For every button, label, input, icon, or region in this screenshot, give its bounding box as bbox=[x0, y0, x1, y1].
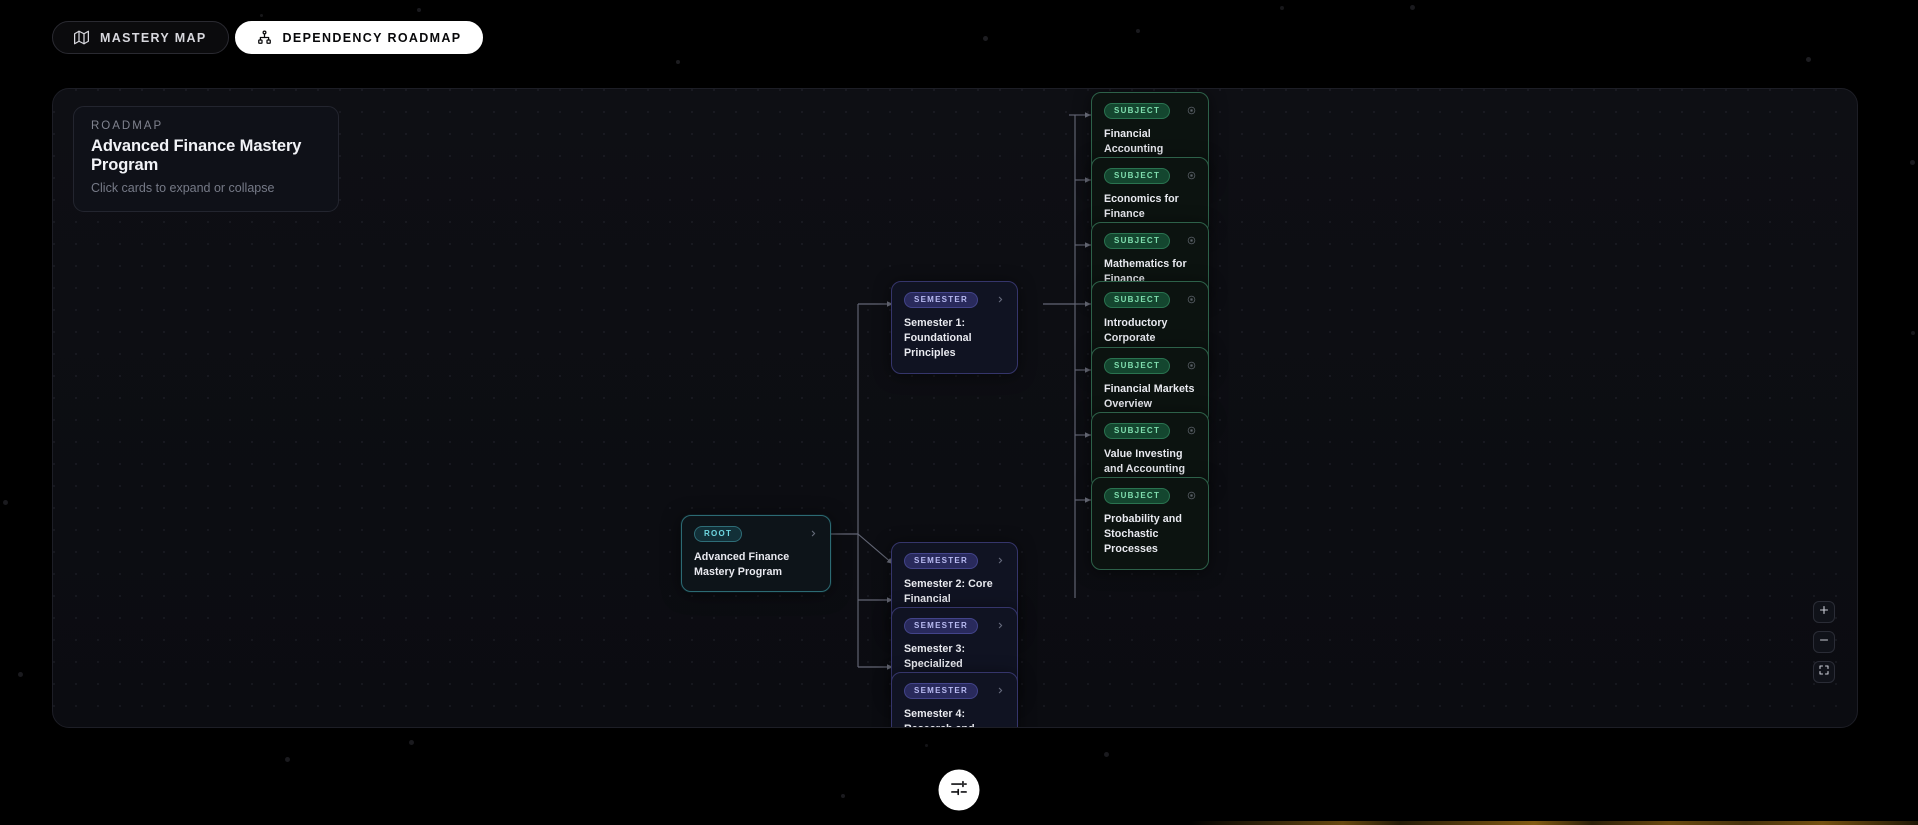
roadmap-hint: Click cards to expand or collapse bbox=[91, 181, 275, 195]
node-subject-2[interactable]: SUBJECT Economics for Finance bbox=[1091, 157, 1209, 235]
node-subject-4-badge: SUBJECT bbox=[1104, 292, 1171, 308]
page-title: Advanced Finance Mastery Program bbox=[91, 137, 302, 174]
node-root[interactable]: ROOT Advanced Finance Mastery Program bbox=[681, 515, 831, 593]
node-semester-2-header: SEMESTER bbox=[904, 552, 1005, 570]
node-subject-6-badge: SUBJECT bbox=[1104, 423, 1171, 439]
zoom-controls bbox=[1813, 601, 1835, 683]
node-subject-1-header: SUBJECT bbox=[1104, 102, 1196, 120]
node-subject-7-label: Probability and Stochastic Processes bbox=[1104, 513, 1182, 556]
tab-dependency-roadmap[interactable]: DEPENDENCY ROADMAP bbox=[234, 21, 484, 54]
zoom-out-button[interactable] bbox=[1813, 631, 1835, 653]
node-subject-6-label: Value Investing and Accounting bbox=[1104, 448, 1186, 476]
node-subject-7[interactable]: SUBJECT Probability and Stochastic Proce… bbox=[1091, 477, 1209, 570]
node-subject-3-badge: SUBJECT bbox=[1104, 233, 1171, 249]
node-root-header: ROOT bbox=[694, 525, 818, 543]
target-dot-icon[interactable] bbox=[1187, 487, 1196, 505]
tab-mastery-map[interactable]: MASTERY MAP bbox=[52, 21, 229, 54]
sliders-icon bbox=[950, 778, 969, 802]
node-subject-2-header: SUBJECT bbox=[1104, 167, 1196, 185]
target-dot-icon[interactable] bbox=[1187, 422, 1196, 440]
node-subject-7-badge: SUBJECT bbox=[1104, 488, 1171, 504]
node-subject-1-badge: SUBJECT bbox=[1104, 103, 1171, 119]
node-semester-4-badge: SEMESTER bbox=[904, 683, 979, 699]
graph-edges bbox=[817, 112, 1091, 670]
node-subject-5-badge: SUBJECT bbox=[1104, 358, 1171, 374]
roadmap-canvas[interactable]: ROADMAP Advanced Finance Mastery Program… bbox=[52, 88, 1858, 728]
node-subject-5-label: Financial Markets Overview bbox=[1104, 383, 1195, 411]
fit-view-button[interactable] bbox=[1813, 661, 1835, 683]
node-semester-1-label: Semester 1: Foundational Principles bbox=[904, 317, 972, 360]
settings-fab-button[interactable] bbox=[938, 769, 980, 811]
fit-screen-icon bbox=[1818, 663, 1830, 681]
roadmap-info-panel: ROADMAP Advanced Finance Mastery Program… bbox=[73, 106, 339, 212]
node-semester-4-label: Semester 4: Research and Mastery bbox=[904, 708, 975, 727]
target-dot-icon[interactable] bbox=[1187, 291, 1196, 309]
node-semester-1[interactable]: SEMESTER Semester 1: Foundational Princi… bbox=[891, 281, 1018, 374]
node-subject-3-header: SUBJECT bbox=[1104, 232, 1196, 250]
node-subject-7-header: SUBJECT bbox=[1104, 487, 1196, 505]
node-subject-5[interactable]: SUBJECT Financial Markets Overview bbox=[1091, 347, 1209, 425]
chevron-right-icon[interactable] bbox=[996, 552, 1005, 570]
node-subject-6-header: SUBJECT bbox=[1104, 422, 1196, 440]
node-semester-3-badge: SEMESTER bbox=[904, 618, 979, 634]
target-dot-icon[interactable] bbox=[1187, 167, 1196, 185]
zoom-in-button[interactable] bbox=[1813, 601, 1835, 623]
node-semester-3-header: SEMESTER bbox=[904, 617, 1005, 635]
node-subject-5-header: SUBJECT bbox=[1104, 357, 1196, 375]
node-semester-1-badge: SEMESTER bbox=[904, 292, 979, 308]
node-root-label: Advanced Finance Mastery Program bbox=[694, 551, 790, 579]
hierarchy-icon bbox=[257, 30, 272, 45]
chevron-right-icon[interactable] bbox=[996, 682, 1005, 700]
node-semester-1-header: SEMESTER bbox=[904, 291, 1005, 309]
target-dot-icon[interactable] bbox=[1187, 357, 1196, 375]
node-semester-4[interactable]: SEMESTER Semester 4: Research and Master… bbox=[891, 672, 1018, 727]
plus-icon bbox=[1818, 603, 1830, 621]
minus-icon bbox=[1818, 633, 1830, 651]
chevron-right-icon[interactable] bbox=[809, 525, 818, 543]
tab-dependency-roadmap-label: DEPENDENCY ROADMAP bbox=[282, 30, 462, 45]
node-subject-4-header: SUBJECT bbox=[1104, 291, 1196, 309]
chevron-right-icon[interactable] bbox=[996, 617, 1005, 635]
node-semester-4-header: SEMESTER bbox=[904, 682, 1005, 700]
node-root-badge: ROOT bbox=[694, 526, 743, 542]
tab-mastery-map-label: MASTERY MAP bbox=[100, 30, 207, 45]
target-dot-icon[interactable] bbox=[1187, 232, 1196, 250]
roadmap-kicker: ROADMAP bbox=[91, 120, 164, 132]
chevron-right-icon[interactable] bbox=[996, 291, 1005, 309]
view-tab-bar: MASTERY MAP DEPENDENCY ROADMAP bbox=[52, 21, 484, 54]
map-icon bbox=[74, 30, 89, 45]
node-semester-2-badge: SEMESTER bbox=[904, 553, 979, 569]
bottom-accent-strip bbox=[0, 821, 1918, 825]
node-subject-2-label: Economics for Finance bbox=[1104, 193, 1179, 221]
target-dot-icon[interactable] bbox=[1187, 102, 1196, 120]
node-subject-2-badge: SUBJECT bbox=[1104, 168, 1171, 184]
